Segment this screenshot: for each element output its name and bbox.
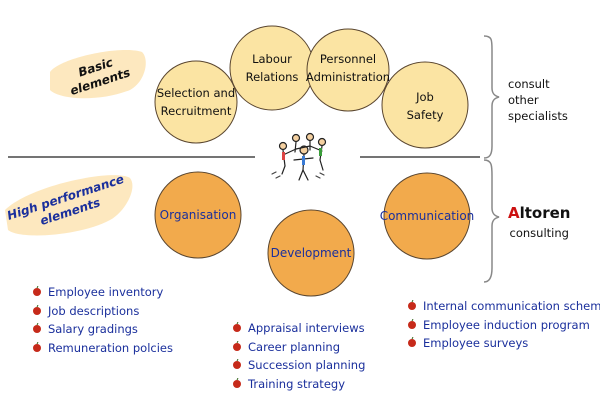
consult-line1: consult <box>508 77 550 91</box>
list-item: Job descriptions <box>30 302 173 321</box>
brand-first-letter: A <box>508 204 520 222</box>
basic-label-highlight <box>50 50 146 99</box>
hp-label-highlight <box>5 175 133 236</box>
list-item: Employee induction program <box>405 316 600 335</box>
apple-bullet-icon <box>33 341 41 352</box>
brand-rest: ltoren <box>519 204 571 222</box>
apple-bullet-icon <box>233 340 241 351</box>
circle-personnel-administration <box>306 28 390 112</box>
apple-bullet-icon <box>408 337 416 347</box>
labour-line2: Relations <box>245 70 299 84</box>
consult-line2: other <box>508 93 539 107</box>
list-item: Employee surveys <box>405 334 600 353</box>
list-item-text: Career planning <box>248 339 340 354</box>
apple-bullet-icon <box>233 377 241 388</box>
label-communication: Communication <box>379 209 475 223</box>
basic-circles <box>154 25 469 149</box>
list-item: Employee inventory <box>30 283 173 302</box>
apple-bullet-icon <box>233 322 241 332</box>
list-item: Remuneration polcies <box>30 339 173 358</box>
selection-line1: Selection and <box>156 86 236 100</box>
bracket-hp-icon <box>483 159 500 283</box>
brand-name: Altoren <box>508 204 570 222</box>
list-item: Internal communication scheme <box>405 297 600 316</box>
circle-selection-recruitment <box>154 60 238 144</box>
apple-bullet-icon <box>233 359 241 369</box>
list-item: Appraisal interviews <box>230 319 365 338</box>
apple-bullet-icon <box>408 318 416 329</box>
label-labour-relations: Labour Relations <box>230 48 314 88</box>
circle-communication <box>383 172 471 260</box>
job-safety-line1: Job <box>416 90 434 104</box>
list-development: Appraisal interviews Career planning Suc… <box>230 319 365 393</box>
brand-subtitle: consulting <box>509 226 569 240</box>
label-job-safety: Job Safety <box>390 86 460 126</box>
label-organisation: Organisation <box>159 208 237 222</box>
apple-bullet-icon <box>33 286 41 296</box>
label-development: Development <box>270 246 352 260</box>
list-item-text: Salary gradings <box>48 322 138 336</box>
list-item-text: Succession planning <box>248 358 366 372</box>
consult-text: consult other specialists <box>508 76 568 124</box>
people-circle-icon <box>271 132 327 181</box>
apple-bullet-icon <box>33 304 41 315</box>
labour-line1: Labour <box>252 52 292 66</box>
label-personnel-administration: Personnel Administration <box>303 48 393 88</box>
personnel-line1: Personnel <box>319 52 377 66</box>
apple-bullet-icon <box>408 300 416 310</box>
job-safety-line2: Safety <box>406 108 444 122</box>
list-item-text: Employee surveys <box>423 336 529 350</box>
circle-job-safety <box>381 61 469 149</box>
apple-bullet-icon <box>33 323 41 333</box>
list-organisation: Employee inventory Job descriptions Sala… <box>30 283 173 357</box>
list-item-text: Employee inventory <box>48 285 164 299</box>
personnel-line2: Administration <box>305 70 391 84</box>
selection-line2: Recruitment <box>160 104 232 118</box>
list-item-text: Employee induction program <box>423 317 590 332</box>
list-item: Succession planning <box>230 356 365 375</box>
label-selection-recruitment: Selection and Recruitment <box>155 82 237 122</box>
bracket-basic-icon <box>483 35 500 159</box>
list-item: Career planning <box>230 338 365 357</box>
list-item-text: Appraisal interviews <box>248 321 365 335</box>
list-item: Salary gradings <box>30 320 173 339</box>
list-communication: Internal communication scheme Employee i… <box>405 297 600 353</box>
hp-circles <box>154 171 471 297</box>
circle-organisation <box>154 171 242 259</box>
list-item-text: Training strategy <box>248 376 345 391</box>
list-item: Training strategy <box>230 375 365 394</box>
list-item-text: Job descriptions <box>48 303 140 318</box>
altoren-brand: Altoren consulting <box>508 204 570 241</box>
list-item-text: Internal communication scheme <box>423 299 600 313</box>
consult-line3: specialists <box>508 109 568 123</box>
circle-development <box>267 209 355 297</box>
list-item-text: Remuneration polcies <box>48 340 173 355</box>
